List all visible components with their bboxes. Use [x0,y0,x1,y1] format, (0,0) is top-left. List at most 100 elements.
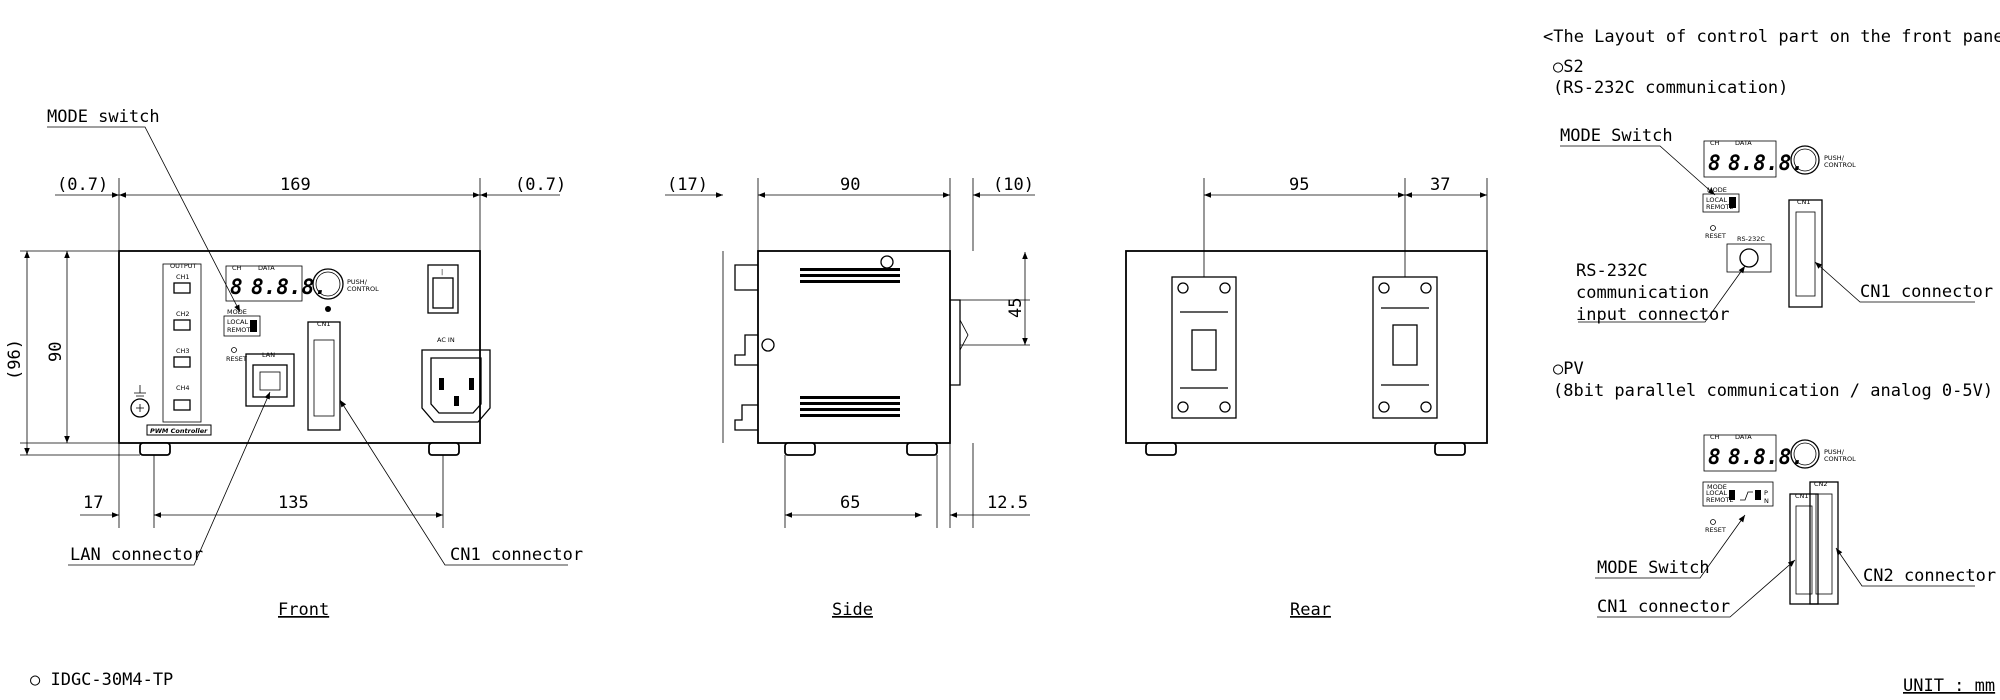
rear-screw-7 [1378,401,1390,413]
pv-desc: (8bit parallel communication / analog 0-… [1553,381,1993,401]
dim-side-foot-offset: 12.5 [987,493,1028,513]
s2-ch-label: CH [1710,139,1720,147]
lan-frame [245,353,295,407]
s2-name: ○S2 [1553,57,1584,77]
pv-push: PUSH/ [1824,448,1845,456]
rear-bracket [950,299,961,386]
side-extension-lines [722,178,1030,528]
s2-cn1-inner [1795,211,1816,297]
pv-cn1-leader [1597,559,1796,618]
pv-ch-digit: 8 [1708,445,1721,469]
pv-n-label: N [1764,497,1769,505]
rear-screw-5 [1378,282,1390,294]
rear-title: Rear [1290,600,1331,620]
lan-leader [68,391,271,566]
s2-control: CONTROL [1824,161,1856,169]
vent-bottom-3 [800,408,900,411]
front-push-label: PUSH/ [347,278,368,286]
dim-bracket: 45 [1006,298,1026,318]
front-control-knob [312,268,344,300]
rear-clip-left [1180,311,1228,389]
output-group-box [162,263,202,423]
power-on-mark: | [441,268,443,276]
dim-width: 169 [280,175,311,195]
screw-slot [136,404,144,412]
s2-rs-leader [1578,265,1746,323]
ch4-connector [173,399,191,411]
front-data-label: DATA [258,264,275,272]
side-view: (17) 90 (10) 45 65 12.5 Side [665,175,1035,620]
dim-foot-span: 135 [278,493,309,513]
unit-label: UNIT : mm [1903,676,1995,696]
rear-enclosure [1125,250,1488,444]
pv-switch-link [1740,491,1753,501]
front-mode-switch [223,315,261,337]
ac-pin-ground [454,396,459,406]
vent-top-3 [800,280,900,283]
s2-rs-port [1739,248,1759,268]
acin-label: AC IN [437,336,455,344]
front-knob-ring [315,271,341,297]
ch4-label: CH4 [176,384,190,392]
bracket-clip [959,319,969,351]
rear-screw-2 [1219,282,1231,294]
s2-cn1-label: CN1 [1797,198,1811,206]
pv-reset-label: RESET [1705,526,1726,534]
dim-depth: 90 [840,175,860,195]
s2-mode: MODE [1707,186,1727,194]
pwm-badge-text: PWM Controller [150,427,208,435]
s2-reset-label: RESET [1705,232,1726,240]
ch3-label: CH3 [176,347,190,355]
pv-mode-leader [1595,514,1746,579]
mode-switch-callout: MODE switch [47,107,160,127]
pv-mode-switch [1702,481,1774,507]
s2-reset [1710,225,1716,231]
front-foot-right [428,442,460,456]
front-control-label: CONTROL [347,285,379,293]
vent-bottom-1 [800,396,900,399]
s2-mode-switch [1702,193,1740,213]
pv-cn1-callout: CN1 connector [1597,597,1730,617]
side-foot-left [784,442,816,456]
vent-bottom-4 [800,414,900,417]
s2-knob [1790,145,1820,175]
ground-icon [134,385,146,400]
side-inlet [734,334,758,366]
vent-top-2 [800,274,900,277]
pv-ch-label: CH [1710,433,1720,441]
reset-button [231,347,237,353]
rear-foot-left [1145,442,1177,456]
pv-knob-ring [1793,442,1817,466]
front-display [225,265,303,302]
pv-cn2-inner [1815,493,1833,595]
front-cn1 [307,321,341,431]
power-switch-rocker [432,277,454,309]
side-screw-mid [761,338,775,352]
ch2-label: CH2 [176,310,190,318]
side-foot-right [906,442,938,456]
pv-cn2-label: CN2 [1814,480,1828,488]
s2-cn1-leader [1814,261,1975,303]
pv-mode-callout: MODE Switch [1597,558,1710,578]
front-title: Front [278,600,329,620]
s2-rs-port-label: RS-232C [1737,235,1765,243]
cn1-callout: CN1 connector [450,545,583,565]
dim-height: 90 [46,342,66,362]
side-title: Side [832,600,873,620]
model-label: ○ IDGC-30M4-TP [30,670,173,690]
pv-knob [1790,439,1820,469]
s2-ch-digit: 8 [1708,151,1721,175]
vent-top-1 [800,268,900,271]
s2-cn1-callout: CN1 connector [1860,282,1993,302]
front-data-digits: 8.8.8. [251,275,327,299]
pv-mode-lever [1729,490,1735,500]
rear-view: 95 37 Rear [1125,175,1488,620]
pv-reset [1710,519,1716,525]
dim-total-height: (96) [5,339,25,380]
vent-bottom-2 [800,402,900,405]
lan-label: LAN [262,351,275,359]
front-cn1-label: CN1 [317,320,331,328]
ac-pin-right [469,378,474,390]
layout-title: <The Layout of control part on the front… [1543,27,2000,47]
front-ch-digit: 8 [230,275,243,299]
